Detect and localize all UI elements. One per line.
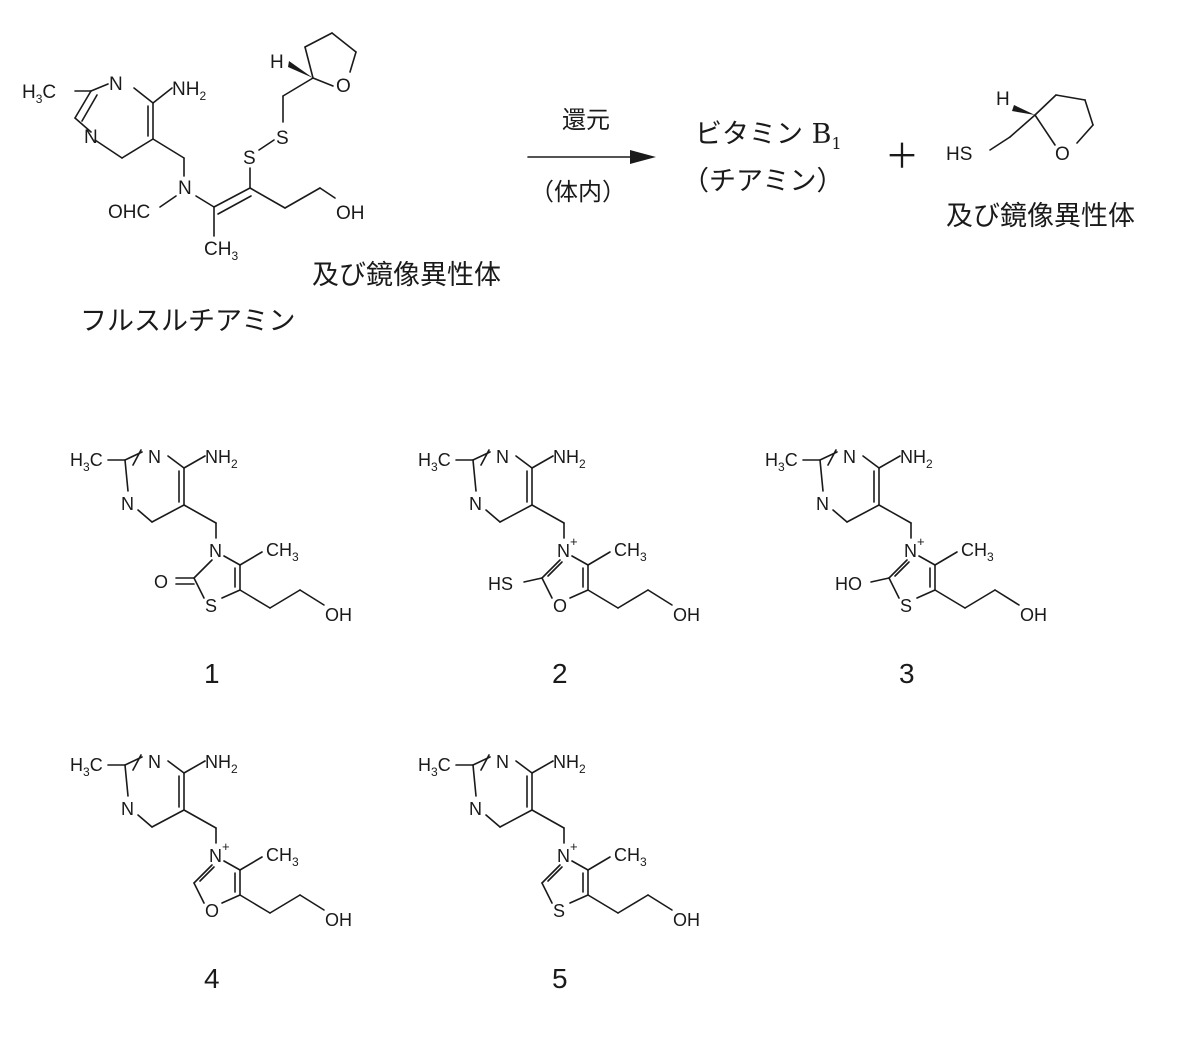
pyrimidine-n1: N <box>496 752 509 772</box>
reactant-enantiomer-note: 及び鏡像異性体 <box>312 260 501 291</box>
methyl-label: H3C <box>70 450 103 474</box>
methyl-label: H3C <box>418 755 451 779</box>
thiol-byproduct-structure <box>989 94 1094 151</box>
pyrimidine-n3: N <box>121 799 134 819</box>
thiol-label: HS <box>488 574 513 594</box>
pyrimidine-n3: N <box>84 127 98 148</box>
formyl-label: OHC <box>108 202 150 223</box>
product-name-line2: （チアミン） <box>682 166 843 197</box>
hydroxy-label: HO <box>835 574 862 594</box>
arrow-condition-bottom: （体内） <box>530 178 626 206</box>
choice-4-label[interactable]: 4 <box>204 963 220 994</box>
methyl-label: H3C <box>22 82 56 106</box>
arrow-condition-top: 還元 <box>562 106 610 134</box>
pyrimidine-n3: N <box>816 494 829 514</box>
positive-charge: + <box>570 534 578 549</box>
ring-nitrogen: N <box>904 541 917 561</box>
choice-3-label[interactable]: 3 <box>899 658 915 689</box>
plus-sign: ＋ <box>885 137 919 177</box>
pyrimidine-n1: N <box>496 447 509 467</box>
positive-charge: + <box>917 534 925 549</box>
choice-5-label[interactable]: 5 <box>552 963 568 994</box>
amino-label: NH2 <box>553 752 586 776</box>
reaction-arrow <box>527 150 656 164</box>
reactant-name: フルスルチアミン <box>80 306 295 337</box>
ring-methyl-label: CH3 <box>266 540 299 564</box>
pyrimidine-n1: N <box>148 752 161 772</box>
positive-charge: + <box>222 839 230 854</box>
hydroxyl-label: OH <box>673 910 700 930</box>
ring-nitrogen: N <box>557 541 570 561</box>
carbonyl-oxygen: O <box>154 572 168 592</box>
methyl-label: H3C <box>418 450 451 474</box>
hydroxyl-label: OH <box>336 203 365 224</box>
amino-label: NH2 <box>172 79 206 103</box>
thiol-hs-label: HS <box>946 144 972 165</box>
hydroxyl-label: OH <box>325 605 352 625</box>
amino-label: NH2 <box>205 447 238 471</box>
pyrimidine-n3: N <box>469 799 482 819</box>
byproduct-enantiomer-note: 及び鏡像異性体 <box>946 201 1135 232</box>
ring-nitrogen: N <box>209 541 222 561</box>
methyl-label: H3C <box>765 450 798 474</box>
ring-heteroatom: S <box>900 596 912 616</box>
pyrimidine-n1: N <box>843 447 856 467</box>
amino-label: NH2 <box>553 447 586 471</box>
pyrimidine-n3: N <box>469 494 482 514</box>
ring-heteroatom: O <box>553 596 567 616</box>
formamide-n: N <box>178 178 192 199</box>
disulfide-s1: S <box>243 148 256 169</box>
stereo-h: H <box>270 52 284 73</box>
positive-charge: + <box>570 839 578 854</box>
hydroxyl-label: OH <box>673 605 700 625</box>
ring-methyl-label: CH3 <box>614 845 647 869</box>
product-name-line1: ビタミン B1 <box>695 119 842 153</box>
thf-oxygen: O <box>336 76 351 97</box>
ring-heteroatom: S <box>205 596 217 616</box>
pyrimidine-n3: N <box>121 494 134 514</box>
pyrimidine-n1: N <box>109 74 123 95</box>
amino-label: NH2 <box>900 447 933 471</box>
hydroxyl-label: OH <box>325 910 352 930</box>
disulfide-s2: S <box>276 128 289 149</box>
ring-heteroatom: O <box>205 901 219 921</box>
amino-label: NH2 <box>205 752 238 776</box>
choice-2-label[interactable]: 2 <box>552 658 568 689</box>
ring-heteroatom: S <box>553 901 565 921</box>
ring-methyl-label: CH3 <box>961 540 994 564</box>
pyrimidine-n1: N <box>148 447 161 467</box>
ring-nitrogen: N <box>209 846 222 866</box>
ring-nitrogen: N <box>557 846 570 866</box>
ring-methyl-label: CH3 <box>614 540 647 564</box>
ring-methyl-label: CH3 <box>266 845 299 869</box>
hydroxyl-label: OH <box>1020 605 1047 625</box>
methyl-label: H3C <box>70 755 103 779</box>
choice-1-label[interactable]: 1 <box>204 658 220 689</box>
thiol-thf-oxygen: O <box>1055 144 1070 165</box>
thiol-stereo-h: H <box>996 89 1010 110</box>
fursultiamine-structure: H3C N N NH2 N OHC CH3 S S OH H O <box>22 32 365 263</box>
alkene-methyl-label: CH3 <box>204 239 238 263</box>
